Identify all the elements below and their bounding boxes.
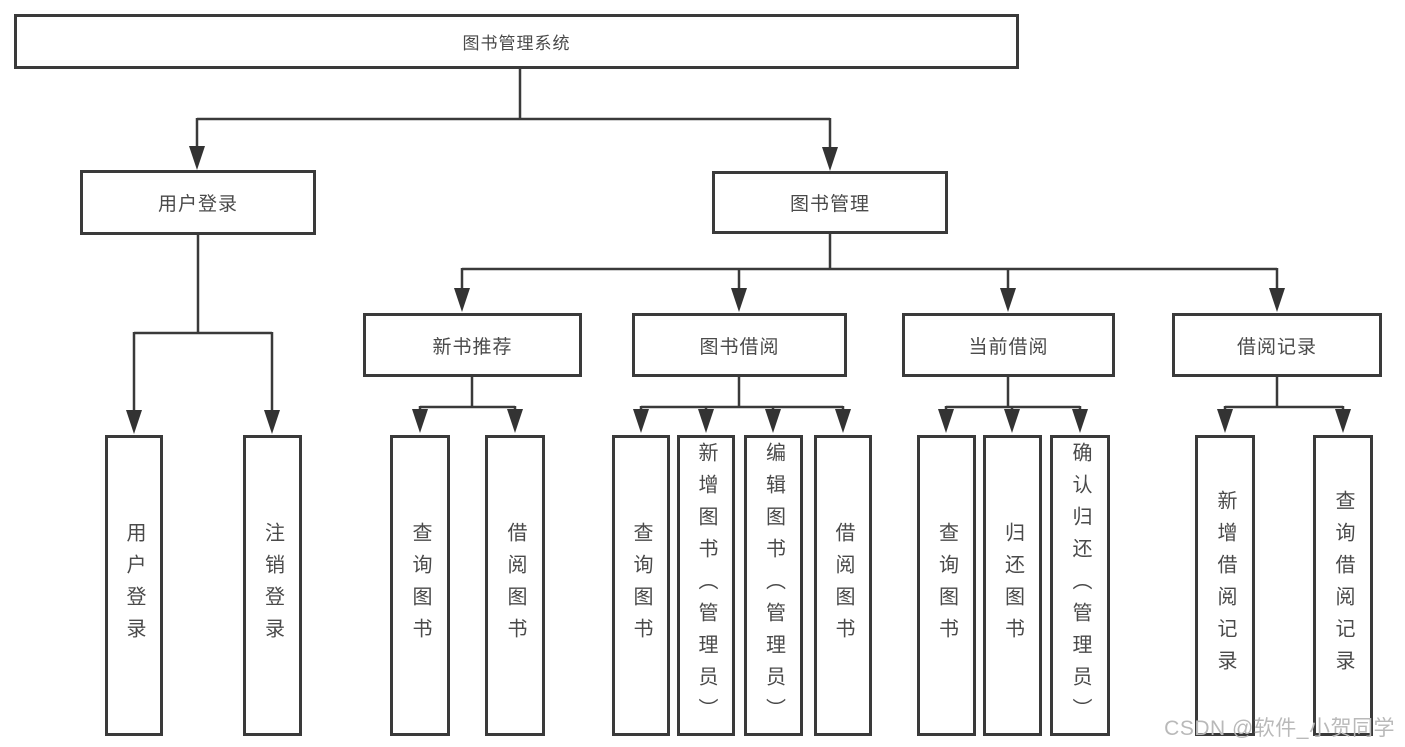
leaf-nb-query-books-label: 查询图书 — [409, 521, 431, 650]
leaf-cb-confirm-return-admin-label: 确认归还（管理员） — [1069, 441, 1091, 730]
node-book-management: 图书管理 — [712, 171, 948, 234]
leaf-br-query-record: 查询借阅记录 — [1313, 435, 1373, 736]
leaf-nb-query-books: 查询图书 — [390, 435, 450, 736]
leaf-bb-add-books-admin: 新增图书（管理员） — [677, 435, 735, 736]
node-borrowing-records: 借阅记录 — [1172, 313, 1382, 377]
leaf-user-login: 用户登录 — [105, 435, 163, 736]
leaf-cb-return-books: 归还图书 — [983, 435, 1042, 736]
connectors-book-borrow-to-leaves — [633, 377, 851, 433]
leaf-bb-edit-books-admin: 编辑图书（管理员） — [744, 435, 803, 736]
leaf-bb-query-books: 查询图书 — [612, 435, 670, 736]
leaf-nb-borrow-books-label: 借阅图书 — [504, 521, 526, 650]
connectors-user-login-to-leaves — [126, 234, 280, 434]
connectors-new-books-to-leaves — [412, 377, 523, 433]
leaf-cb-confirm-return-admin: 确认归还（管理员） — [1050, 435, 1110, 736]
connectors-root-to-level2 — [189, 68, 838, 171]
node-new-book-recommend: 新书推荐 — [363, 313, 582, 377]
csdn-watermark: CSDN @软件_小贺同学 — [1164, 717, 1395, 740]
leaf-bb-add-books-admin-label: 新增图书（管理员） — [695, 441, 717, 730]
leaf-bb-query-books-label: 查询图书 — [630, 521, 652, 650]
leaf-bb-borrow-books: 借阅图书 — [814, 435, 872, 736]
leaf-logout: 注销登录 — [243, 435, 302, 736]
leaf-user-login-label: 用户登录 — [123, 521, 145, 650]
leaf-cb-query-books-label: 查询图书 — [935, 521, 958, 650]
leaf-logout-label: 注销登录 — [261, 521, 284, 650]
connectors-borrow-records-to-leaves — [1217, 377, 1351, 433]
leaf-cb-query-books: 查询图书 — [917, 435, 976, 736]
node-current-borrowing: 当前借阅 — [902, 313, 1115, 377]
leaf-br-query-record-label: 查询借阅记录 — [1332, 489, 1354, 682]
node-library-management-system: 图书管理系统 — [14, 14, 1019, 69]
leaf-bb-borrow-books-label: 借阅图书 — [832, 521, 854, 650]
node-book-borrowing: 图书借阅 — [632, 313, 847, 377]
connectors-current-borrow-to-leaves — [938, 377, 1088, 433]
connectors-book-mgmt-to-level3 — [454, 234, 1285, 312]
leaf-nb-borrow-books: 借阅图书 — [485, 435, 545, 736]
node-user-login: 用户登录 — [80, 170, 316, 235]
leaf-cb-return-books-label: 归还图书 — [1001, 521, 1024, 650]
leaf-br-add-record-label: 新增借阅记录 — [1214, 489, 1236, 682]
leaf-br-add-record: 新增借阅记录 — [1195, 435, 1255, 736]
leaf-bb-edit-books-admin-label: 编辑图书（管理员） — [762, 441, 785, 730]
